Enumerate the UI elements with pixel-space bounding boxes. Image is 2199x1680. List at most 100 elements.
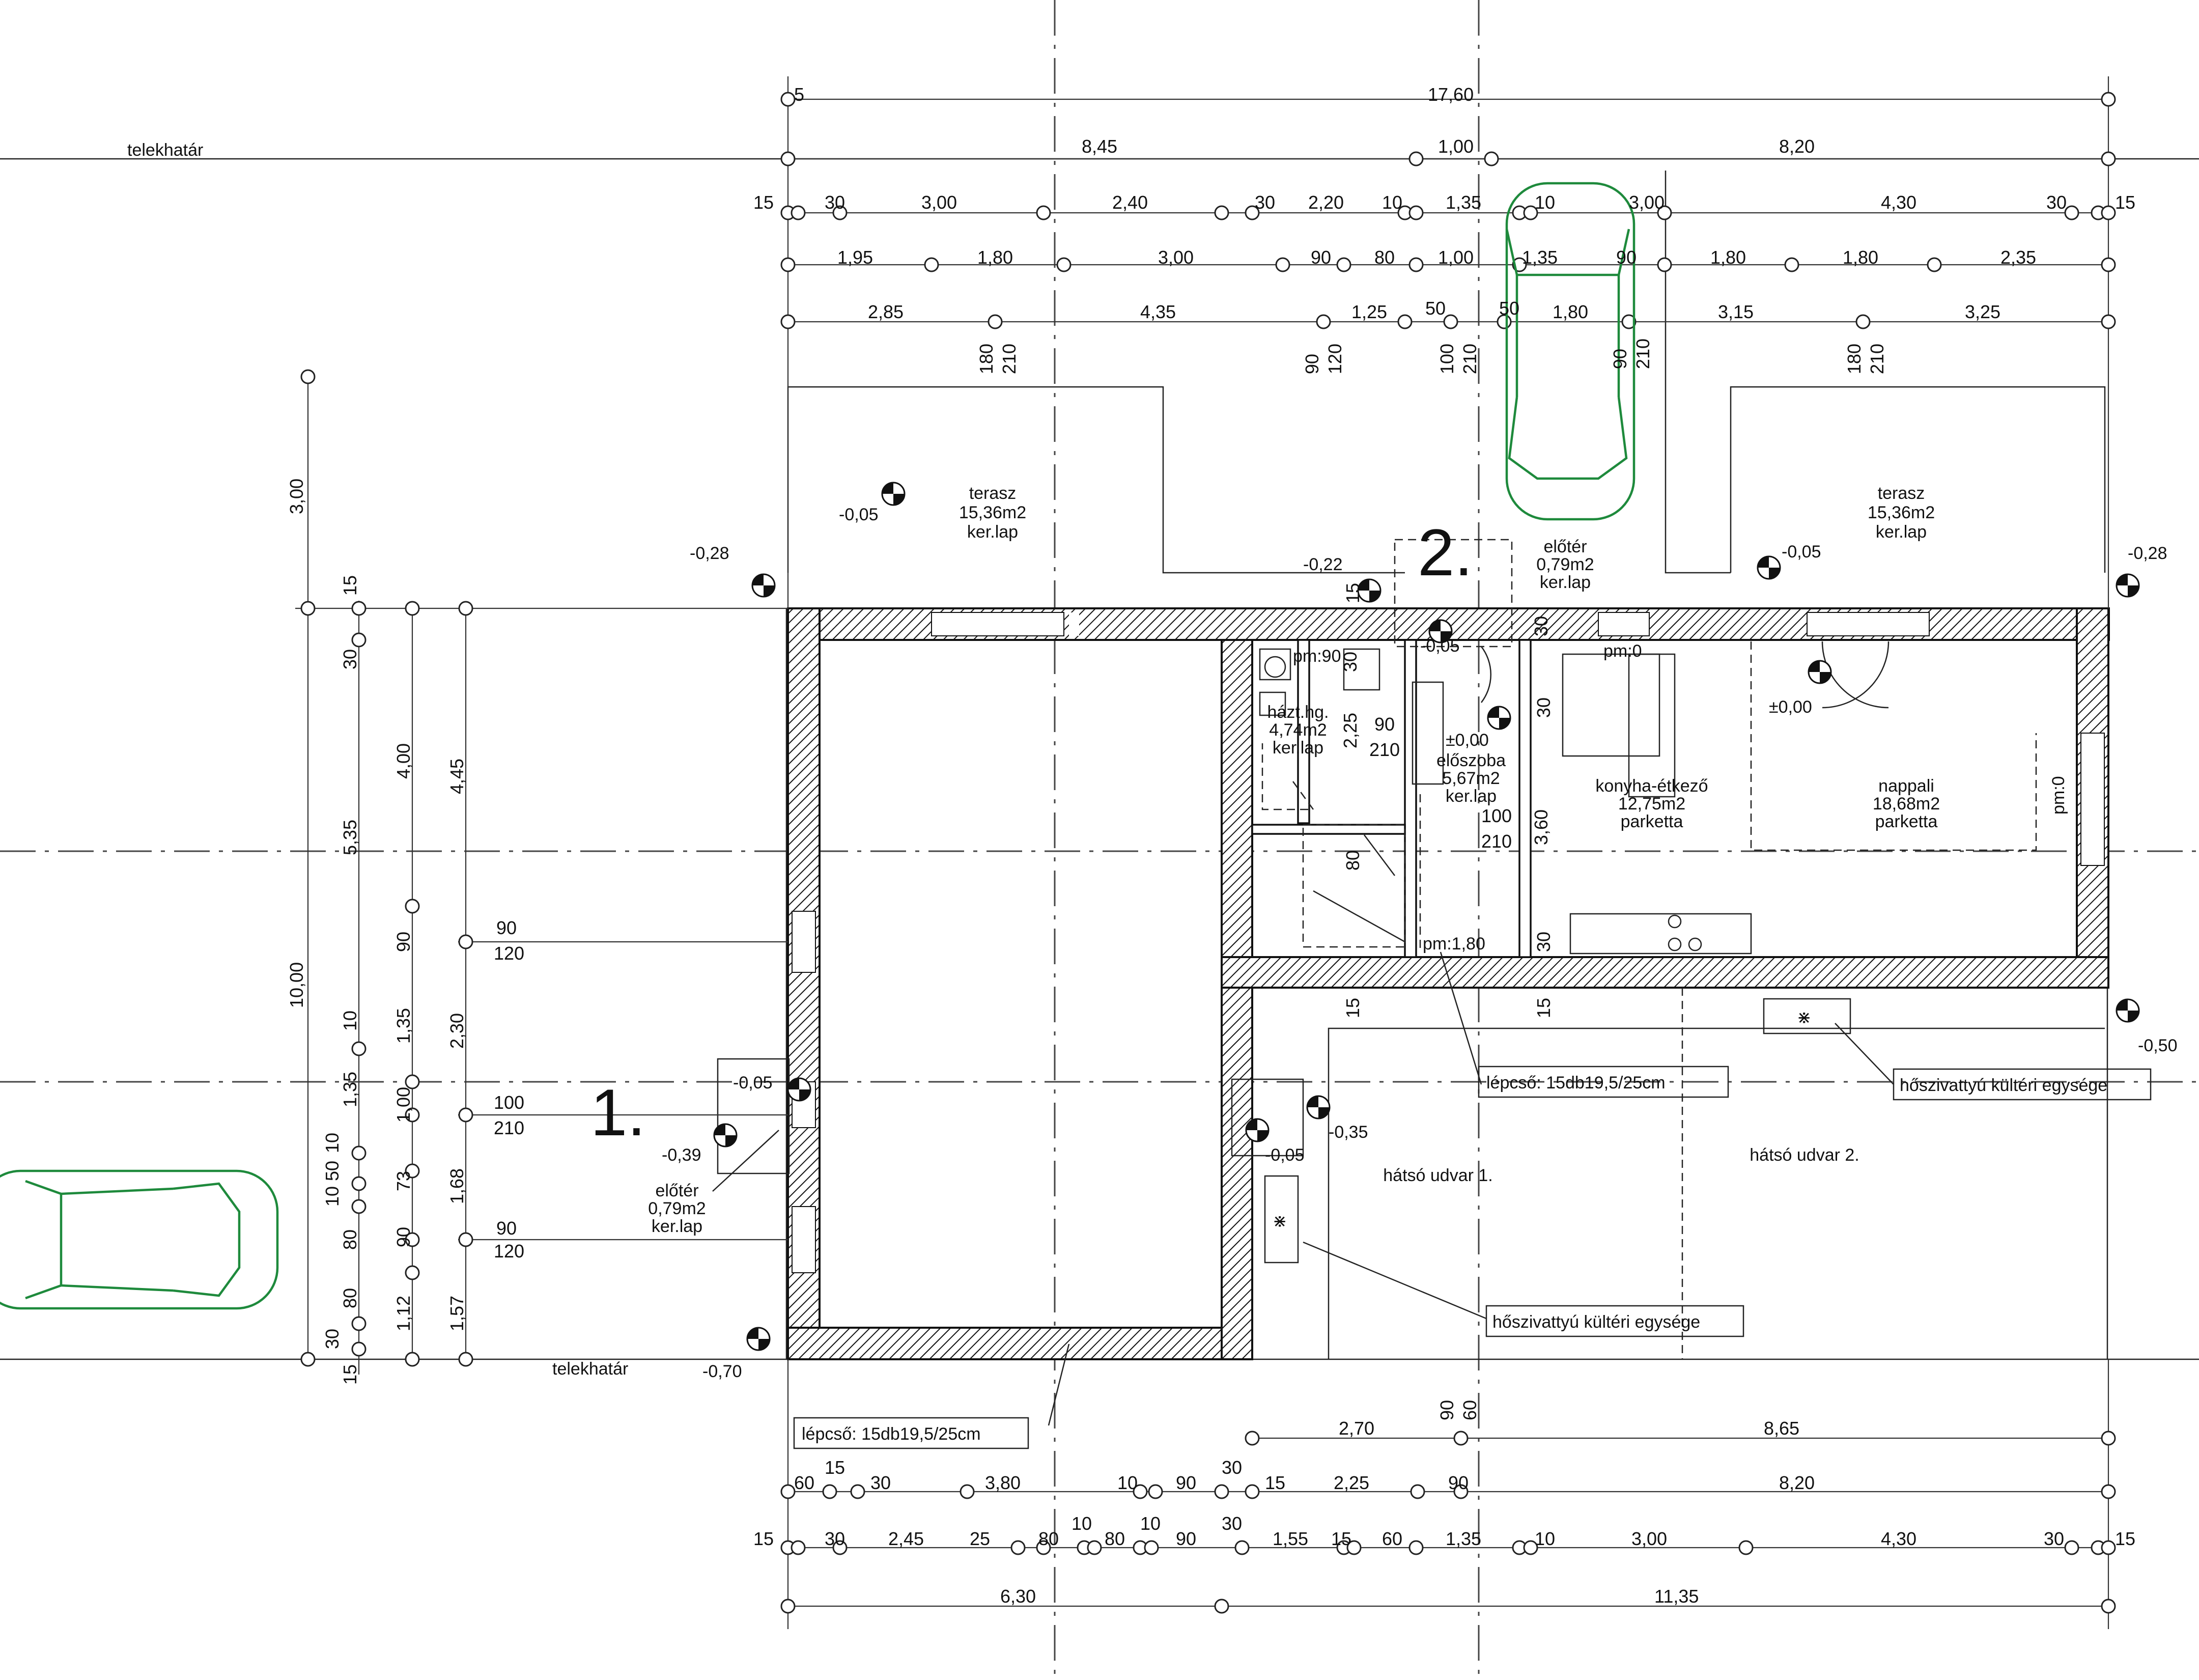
svg-text:180: 180 — [1844, 344, 1865, 374]
dimension-node — [405, 1074, 420, 1089]
svg-text:3,00: 3,00 — [1631, 1528, 1667, 1549]
dimension-node — [791, 205, 806, 220]
svg-text:4,35: 4,35 — [1140, 301, 1176, 322]
svg-text:-0,39: -0,39 — [662, 1145, 701, 1165]
svg-text:60: 60 — [794, 1472, 814, 1493]
room-eloszoba: előszoba 5,67m2 ker.lap — [1436, 751, 1506, 806]
level-marker-icon — [881, 482, 906, 506]
svg-text:15,36m2: 15,36m2 — [1868, 503, 1935, 522]
svg-text:4,00: 4,00 — [393, 743, 414, 779]
svg-text:10: 10 — [1382, 192, 1402, 213]
svg-text:1,80: 1,80 — [977, 247, 1013, 268]
dimension-node — [2101, 257, 2116, 272]
svg-text:210: 210 — [494, 1117, 524, 1138]
svg-text:házt.hg.: házt.hg. — [1267, 703, 1329, 722]
dimension-node — [1855, 314, 1871, 329]
svg-text:-0,70: -0,70 — [702, 1362, 742, 1381]
svg-text:1,55: 1,55 — [1273, 1528, 1308, 1549]
svg-text:90: 90 — [1616, 247, 1637, 268]
svg-text:3,00: 3,00 — [921, 192, 957, 213]
svg-text:8,20: 8,20 — [1779, 136, 1815, 157]
house-walls — [787, 607, 2110, 1360]
level-marker-icon — [2116, 998, 2140, 1023]
dimension-node — [1214, 1599, 1229, 1614]
dimension-node — [1927, 257, 1942, 272]
svg-text:100: 100 — [1436, 344, 1457, 374]
dimension-node — [780, 92, 796, 107]
svg-text:90: 90 — [496, 1218, 517, 1239]
svg-text:80: 80 — [340, 1288, 360, 1308]
room-udvar-1: hátsó udvar 1. — [1383, 1166, 1492, 1185]
svg-text:210: 210 — [1369, 739, 1400, 760]
svg-text:ker.lap: ker.lap — [1540, 573, 1591, 592]
svg-text:10: 10 — [1535, 1528, 1555, 1549]
svg-text:-0,05: -0,05 — [1782, 542, 1821, 562]
level-marker-icon — [1487, 706, 1511, 730]
svg-text:30: 30 — [2046, 192, 2067, 213]
svg-text:30: 30 — [1531, 616, 1552, 636]
plot-label-top: telekhatár — [127, 141, 203, 160]
svg-text:90: 90 — [1610, 349, 1630, 369]
svg-text:ker.lap: ker.lap — [652, 1217, 702, 1236]
svg-text:3,80: 3,80 — [985, 1472, 1021, 1493]
dimension-node — [351, 1199, 366, 1214]
dimension-node — [1346, 1540, 1362, 1555]
svg-text:30: 30 — [322, 1329, 343, 1349]
svg-text:5,67m2: 5,67m2 — [1442, 769, 1500, 788]
dimension-node — [1245, 205, 1260, 220]
svg-text:50: 50 — [1499, 298, 1519, 319]
svg-text:8,20: 8,20 — [1779, 1472, 1815, 1493]
dimension-node — [832, 205, 848, 220]
svg-text:±0,00: ±0,00 — [1769, 697, 1812, 717]
dimension-node — [458, 1232, 473, 1247]
dimension-node — [1010, 1540, 1026, 1555]
svg-text:90: 90 — [496, 917, 517, 938]
svg-text:1,00: 1,00 — [1438, 247, 1474, 268]
svg-text:80: 80 — [1038, 1528, 1059, 1549]
svg-text:lépcső: 15db19,5/25cm: lépcső: 15db19,5/25cm — [1486, 1073, 1666, 1093]
svg-text:80: 80 — [340, 1229, 360, 1250]
dimension-lines-bottom — [783, 1359, 2112, 1629]
dimension-node — [1523, 205, 1538, 220]
dimension-node — [780, 151, 796, 166]
svg-text:90: 90 — [1176, 1472, 1196, 1493]
svg-text:4,30: 4,30 — [1881, 192, 1916, 213]
svg-text:6,30: 6,30 — [1000, 1586, 1036, 1607]
level-marker-icon — [1757, 555, 1781, 580]
dimension-node — [780, 257, 796, 272]
svg-text:lépcső: 15db19,5/25cm: lépcső: 15db19,5/25cm — [802, 1424, 981, 1444]
dimension-lines-left — [295, 377, 788, 1375]
svg-text:120: 120 — [494, 943, 524, 964]
pm-90: pm:90 — [1293, 647, 1341, 666]
svg-text:100: 100 — [1481, 805, 1512, 826]
car-icon — [1505, 182, 1636, 521]
dimension-node — [1144, 1540, 1159, 1555]
svg-text:15: 15 — [2115, 1528, 2135, 1549]
svg-text:-0,28: -0,28 — [690, 544, 729, 563]
dimension-node — [1443, 314, 1458, 329]
back-yard: ⋇ ⋇ — [717, 988, 2105, 1359]
svg-text:90: 90 — [1448, 1472, 1469, 1493]
svg-text:90: 90 — [393, 932, 414, 952]
room-haztar: házt.hg. 4,74m2 ker.lap — [1267, 703, 1329, 758]
svg-text:hőszivattyú kültéri egysége: hőszivattyú kültéri egysége — [1900, 1076, 2107, 1095]
svg-text:előtér: előtér — [655, 1181, 698, 1200]
dimension-node — [300, 1352, 316, 1367]
svg-text:30: 30 — [1222, 1457, 1242, 1478]
svg-text:15: 15 — [1331, 1528, 1351, 1549]
dimension-nodes-left — [300, 369, 473, 1367]
svg-text:-0,35: -0,35 — [1329, 1123, 1368, 1142]
svg-text:-0,28: -0,28 — [2128, 544, 2167, 563]
svg-text:210: 210 — [1459, 344, 1480, 374]
dimension-node — [1036, 1540, 1051, 1555]
openings — [792, 612, 2105, 1273]
level-marker-icon — [1306, 1095, 1331, 1119]
dimension-node — [351, 601, 366, 616]
svg-text:±0,00: ±0,00 — [1446, 731, 1489, 750]
svg-text:30: 30 — [2044, 1528, 2064, 1549]
dimension-node — [1234, 1540, 1250, 1555]
svg-text:15: 15 — [753, 1528, 774, 1549]
level-marker-icon — [1808, 660, 1832, 684]
car-icon-2 — [0, 1169, 279, 1310]
svg-text:2,45: 2,45 — [888, 1528, 924, 1549]
